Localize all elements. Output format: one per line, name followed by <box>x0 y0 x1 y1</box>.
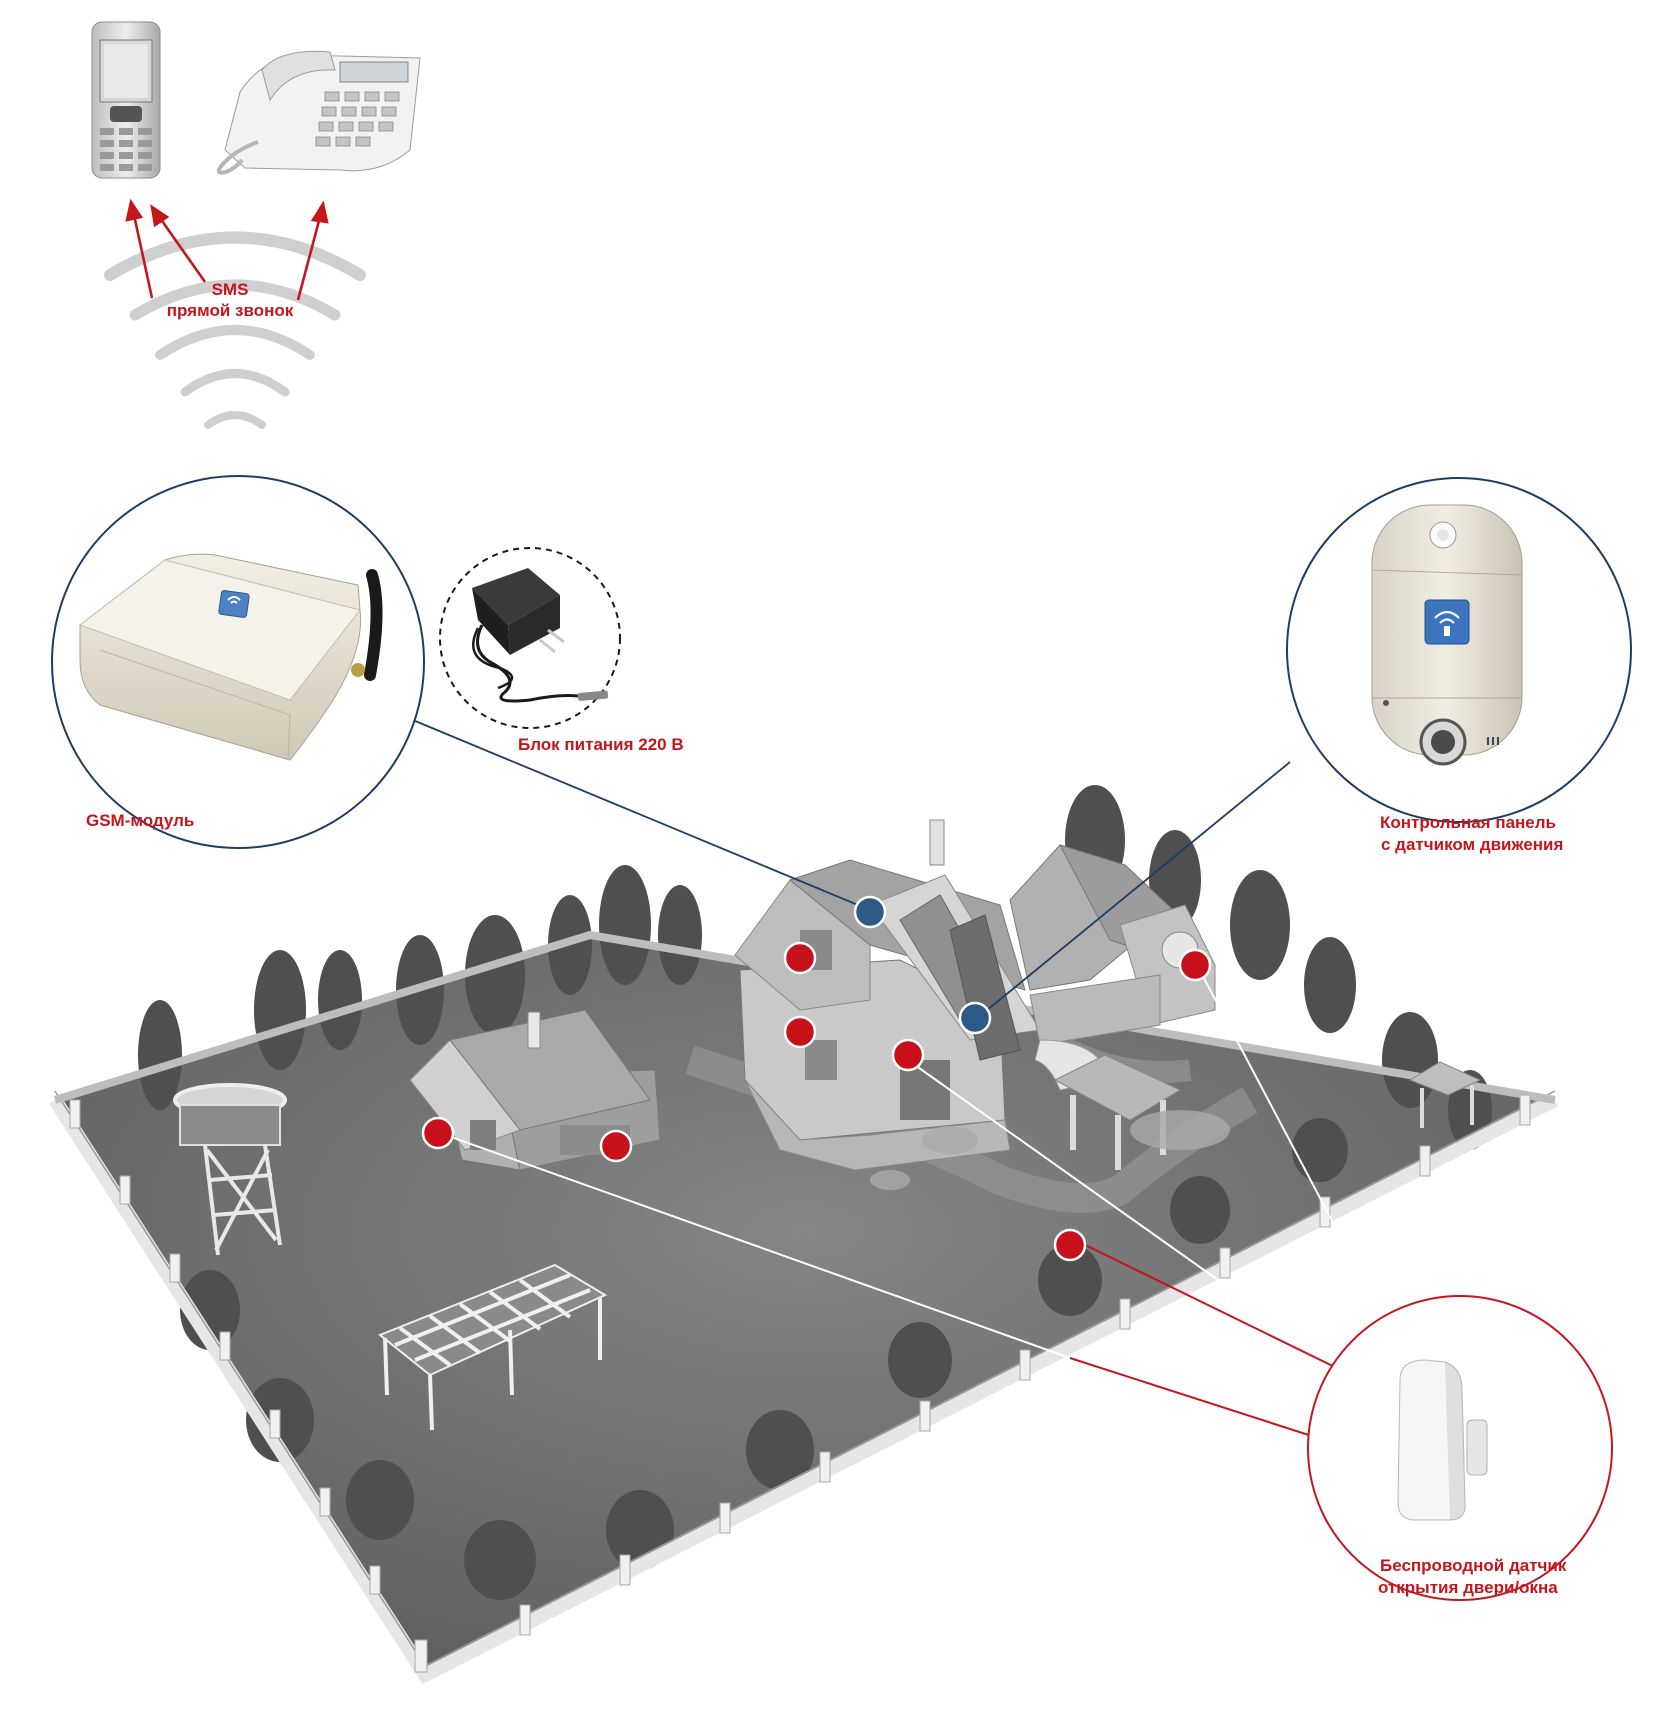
door-sensor-icon <box>1397 1359 1488 1521</box>
marker-control-panel <box>958 1001 992 1035</box>
marker-door-sensor <box>1053 1228 1087 1262</box>
marker-gsm-module <box>853 895 887 929</box>
control-panel-icon <box>1371 504 1523 766</box>
marker-door-sensor <box>1178 948 1212 982</box>
mobile-phone-icon <box>91 21 161 179</box>
power-supply-callout <box>439 547 621 729</box>
marker-door-sensor <box>599 1129 633 1163</box>
desk-phone-icon <box>216 50 421 175</box>
fence-posts <box>69 1094 1531 1673</box>
gsm-module-callout <box>51 475 425 849</box>
marker-door-sensor <box>891 1038 925 1072</box>
signal-arrows <box>125 198 329 301</box>
direct-call-label: прямой звонок <box>166 301 294 320</box>
main-house <box>734 819 1216 1171</box>
device-markers <box>853 895 992 1035</box>
marker-door-sensor <box>783 941 817 975</box>
gsm-module-label: GSM-модуль <box>86 811 195 830</box>
sensor-markers <box>421 941 1212 1262</box>
callout-lines-white <box>439 964 1396 1371</box>
door-sensor-label-line2: открытия двери/окна <box>1378 1578 1558 1597</box>
control-panel-label-line2: с датчиком движения <box>1381 835 1564 854</box>
flower-beds <box>870 1110 1230 1190</box>
gsm-module-icon <box>78 553 383 761</box>
marker-door-sensor <box>421 1116 455 1150</box>
signal-waves-icon <box>104 231 366 429</box>
power-adapter-icon <box>472 568 609 703</box>
pergola <box>378 1263 608 1431</box>
callout-lines-blue <box>407 717 1291 1021</box>
door-sensor-label-line1: Беспроводной датчик <box>1380 1556 1567 1575</box>
sms-label: SMS <box>211 280 249 299</box>
control-panel-callout <box>1286 477 1632 823</box>
door-sensor-callout <box>1307 1295 1613 1601</box>
water-tower <box>173 1083 287 1256</box>
control-panel-label-line1: Контрольная панель <box>1380 813 1557 832</box>
marker-door-sensor <box>783 1015 817 1049</box>
small-gazebo <box>1408 1061 1482 1128</box>
power-supply-label: Блок питания 220 В <box>518 735 684 754</box>
